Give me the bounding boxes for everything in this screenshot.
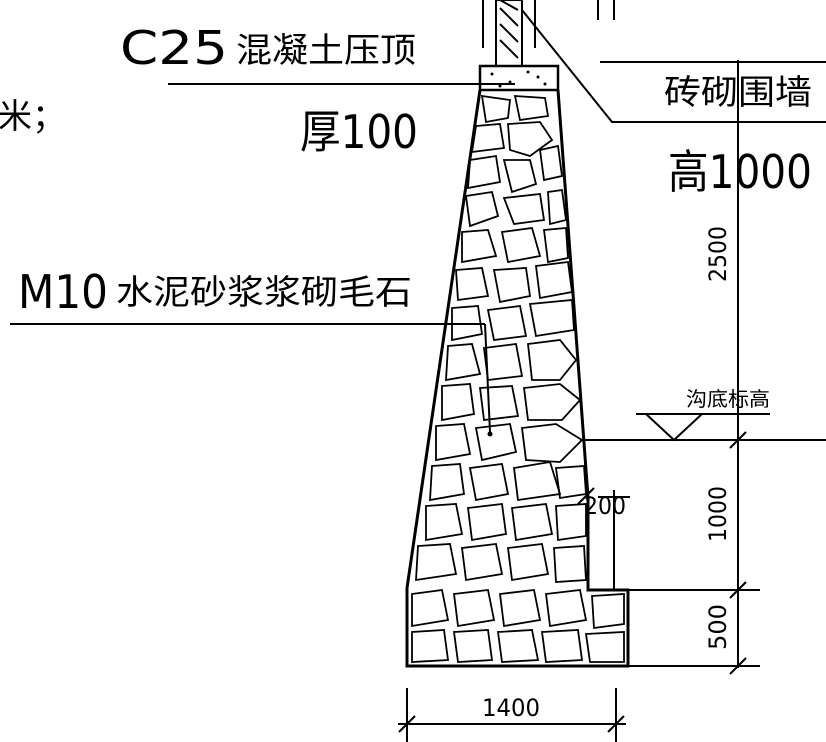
masonry-leader-dot (487, 431, 493, 437)
rubble-masonry-body (405, 89, 630, 668)
partial-note-text: 米； (0, 97, 66, 137)
brick-wall-leader-line (521, 9, 826, 123)
ditch-bottom-elevation-marker (580, 413, 826, 442)
brick-wall-section (482, 0, 615, 67)
upper-height-dimension: 2500 (704, 226, 732, 282)
concrete-cap (478, 64, 560, 92)
cap-thickness-label: 厚100 (300, 105, 418, 159)
ditch-bottom-elevation-label: 沟底标高 (686, 387, 770, 411)
masonry-leader-tail (484, 323, 491, 433)
base-width-dimension-text: 1400 (482, 694, 540, 722)
step-width-dimension: 200 (584, 492, 626, 520)
masonry-description-label: 水泥砂浆浆砌毛石 (116, 273, 412, 313)
brick-wall-height-label: 高1000 (668, 145, 812, 199)
leader-lines (10, 9, 826, 437)
brick-wall-label: 砖砌围墙 (664, 73, 812, 113)
footing-height-dimension: 500 (704, 604, 732, 650)
vertical-dimension-chain (577, 60, 760, 675)
base-width-dimension (398, 688, 626, 742)
middle-height-dimension: 1000 (704, 486, 732, 542)
cap-description-label: 混凝土压顶 (236, 31, 416, 71)
masonry-grade-label: M10 (18, 265, 108, 319)
cap-grade-label: C25 (120, 21, 228, 75)
